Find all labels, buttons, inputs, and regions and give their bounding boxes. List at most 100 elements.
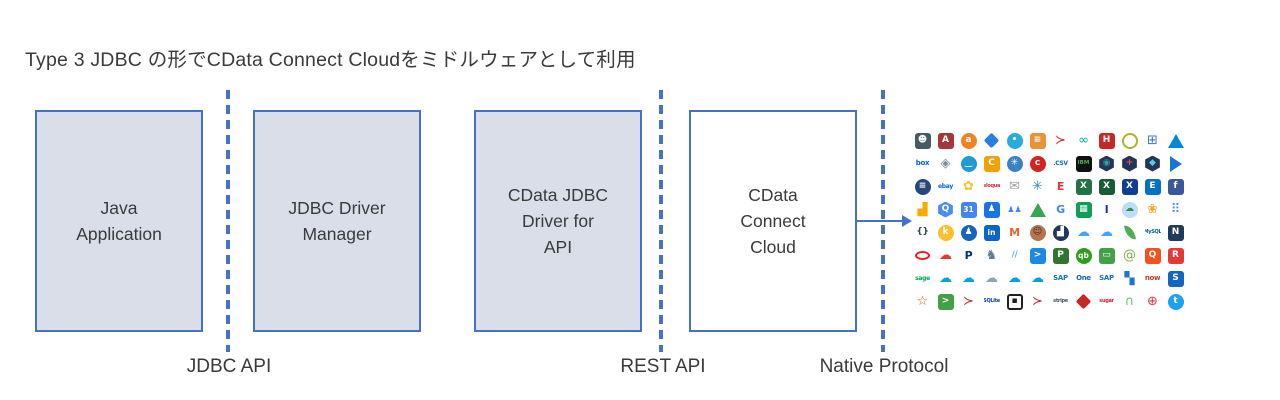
blue-diamond-icon [983, 132, 1000, 149]
email-icon: ✉ [1009, 179, 1020, 194]
netsuite-icon: N [1167, 224, 1184, 241]
red-h-box-icon: H [1098, 132, 1115, 149]
square-icon: ▪ [1006, 293, 1023, 310]
amazon-stack-icon: ≡ [1029, 132, 1046, 149]
ms-access-icon: A [937, 132, 954, 149]
blue-asterisk-icon: ✳ [1032, 179, 1043, 194]
exchange-icon: E [1144, 178, 1161, 195]
blue-grid-icon: ⊞ [1147, 133, 1158, 148]
box-jdbc-driver-manager: JDBC Driver Manager [253, 110, 421, 332]
sqlite-icon: SQLite [983, 298, 1000, 304]
quickbooks-icon: qb [1075, 247, 1092, 264]
oracle-icon [915, 251, 930, 260]
box-cdata-jdbc-driver-for-api: CData JDBC Driver for API [474, 110, 642, 332]
odata-cloud-icon: ☁ [939, 248, 952, 263]
mongodb-icon [1123, 224, 1136, 241]
google-drive-icon [1029, 202, 1046, 217]
azure-icon [1167, 133, 1184, 148]
paypal-icon: P [964, 249, 973, 262]
spark-icon: > [937, 293, 954, 310]
green-swirl-icon: @ [1123, 248, 1136, 263]
arrow-to-connectors [857, 220, 904, 222]
ebay-icon: ebay [938, 182, 953, 190]
google-search-icon: G [1056, 203, 1065, 216]
sap-business-one-icon: One [1076, 274, 1091, 282]
google-calendar-icon: 31 [960, 201, 977, 218]
orange-badge-icon: a [960, 132, 977, 149]
stripe-icon: stripe [1053, 298, 1068, 304]
blue-dots-icon: ⠿ [1170, 202, 1181, 217]
sugarcrm-icon: sugar [1099, 298, 1114, 304]
diagram-title: Type 3 JDBC の形でCData Connect Cloudをミドルウェ… [25, 49, 636, 71]
green-arch-icon: ∩ [1124, 294, 1135, 309]
winged-emblem-icon: ◈ [940, 156, 951, 171]
excel-icon: X [1075, 178, 1092, 195]
hex-badge-2-icon: + [1122, 155, 1137, 172]
flower-cluster-icon: ✿ [963, 179, 974, 194]
sap-icon: SAP [1053, 274, 1068, 282]
ssas-icon: ≻ [1032, 294, 1043, 309]
hex-badge-1-icon: ◉ [1099, 155, 1114, 172]
eloqua-icon: eloqua [983, 183, 1000, 189]
robot-icon: ☻ [914, 132, 931, 149]
dynamics-cloud-icon: ☁ [1077, 225, 1090, 240]
hive-bee-icon: ❀ [1147, 202, 1158, 217]
teal-pin-icon: • [1006, 132, 1023, 149]
analysis-services-icon: ≻ [1055, 133, 1066, 148]
orange-c-square-icon: C [983, 155, 1000, 172]
sybase-icon [1075, 293, 1092, 310]
google-analytics-icon: ▟ [917, 202, 928, 217]
google-directory-icon: ♟♟ [1007, 204, 1022, 214]
red-r-icon: R [1167, 247, 1184, 264]
salesforce-icon: ☁ [939, 271, 952, 286]
separator-rest-api [659, 90, 663, 352]
globe-orbit-icon: ✳ [1006, 155, 1023, 172]
ms-project-icon: P [1052, 247, 1069, 264]
box-cdata-connect-cloud: CData Connect Cloud [689, 110, 857, 332]
identity-circle-icon: ♟ [960, 224, 977, 241]
teal-rings-icon: ∞ [1078, 133, 1089, 148]
salesforce-2-icon: ☁ [962, 271, 975, 286]
google-contacts-icon: ♟ [983, 201, 1000, 218]
hex-badge-3-icon: ◆ [1145, 155, 1160, 172]
google-bigquery-icon: Q [938, 201, 953, 218]
salesforce-mc-icon: ☁ [1008, 271, 1021, 286]
couchbase-icon: c [1029, 155, 1046, 172]
magento-icon: M [1009, 226, 1020, 239]
excel-services-icon: X [1121, 178, 1138, 195]
sharepoint-icon: S [1167, 270, 1184, 287]
label-jdbc-api: JDBC API [186, 356, 272, 377]
mailchimp-icon: ☺ [1029, 224, 1046, 241]
excel-online-icon: X [1098, 178, 1115, 195]
box-icon: box [915, 159, 930, 167]
powershell-icon: > [1029, 247, 1046, 264]
servicenow-icon: now [1144, 274, 1161, 282]
navy-i-icon: I [1104, 203, 1109, 216]
gray-cloud-icon: ☁ [985, 271, 998, 286]
csv-icon: .CSV [1053, 159, 1068, 167]
orange-q-icon: Q [1144, 247, 1161, 264]
google-sheets-icon: ▦ [1075, 201, 1092, 218]
arrow-head-icon [902, 215, 912, 227]
red-e-icon: E [1056, 180, 1065, 193]
pos-monitor-icon: ▭ [1098, 247, 1115, 264]
postgresql-icon: ♞ [985, 248, 998, 263]
sap-c4c-icon: SAP [1099, 274, 1114, 282]
twitter-icon: t [1167, 293, 1184, 310]
linkedin-icon: in [983, 224, 1000, 241]
separator-jdbc-api [226, 90, 230, 352]
db-circle-icon: ≡ [914, 178, 931, 195]
globe-clouds-icon: ☁ [1121, 201, 1138, 218]
olive-ring-icon [1121, 132, 1138, 149]
label-rest-api: REST API [620, 356, 706, 377]
facebook-icon: f [1167, 178, 1184, 195]
kintone-icon: k [937, 224, 954, 241]
dynamics-cloud-2-icon: ☁ [1100, 225, 1113, 240]
json-icon: {} [916, 227, 929, 237]
sqlserver-icon: ≻ [963, 294, 974, 309]
play-badge-icon [1169, 155, 1182, 172]
label-native-protocol: Native Protocol [819, 356, 949, 377]
slashes-icon: // [1011, 250, 1018, 260]
